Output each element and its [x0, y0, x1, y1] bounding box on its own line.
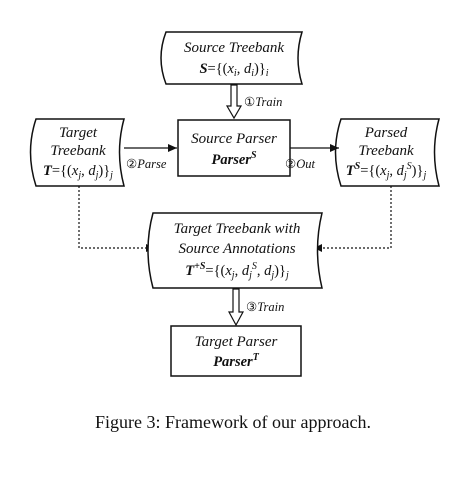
source-parser-name: ParserS [211, 150, 256, 168]
parsed-treebank-node: Parsed Treebank TS={(xj, djS)}j [334, 118, 440, 187]
train-arrow-3: ③Train [227, 288, 284, 327]
train-3-label: ③Train [246, 300, 284, 314]
target-treebank-shape [29, 118, 125, 187]
target-treebank-line1: Target [59, 125, 98, 141]
source-treebank-node: Source Treebank S={(xi, di)}i [160, 31, 304, 85]
annotated-treebank-line1: Target Treebank with [174, 221, 301, 237]
source-treebank-shape [160, 31, 304, 85]
target-parser-title: Target Parser [195, 334, 278, 350]
parsed-treebank-line1: Parsed [364, 125, 408, 141]
source-parser-title: Source Parser [191, 131, 277, 147]
target-parser-name: ParserT [213, 352, 259, 370]
parsed-treebank-formula: TS={(xj, djS)}j [346, 161, 427, 181]
target-parser-node: Target Parser ParserT [170, 325, 302, 377]
dotted-connector-left [78, 186, 154, 252]
source-parser-node: Source Parser ParserS [177, 119, 291, 177]
target-treebank-node: Target Treebank T={(xj, dj)}j [29, 118, 125, 187]
out-label: ②Out [285, 157, 315, 171]
train-arrow-1: ①Train [225, 84, 282, 120]
target-treebank-formula: T={(xj, dj)}j [43, 163, 113, 181]
out-arrow: ②Out [285, 144, 339, 171]
annotated-treebank-formula: T+S={(xj, djS, dj)}j [185, 261, 289, 281]
target-parser-box [170, 325, 302, 377]
annotated-treebank-node: Target Treebank with Source Annotations … [147, 212, 323, 289]
train-1-label: ①Train [244, 95, 282, 109]
annotated-treebank-line2: Source Annotations [178, 241, 295, 257]
figure-caption: Figure 3: Framework of our approach. [95, 412, 371, 432]
annotated-treebank-shape [147, 212, 323, 289]
parse-arrow: ②Parse [124, 144, 177, 171]
dotted-connector-right [314, 186, 392, 252]
parsed-treebank-shape [334, 118, 440, 187]
target-treebank-line2: Treebank [50, 143, 106, 159]
source-parser-box [177, 119, 291, 177]
parsed-treebank-line2: Treebank [358, 143, 414, 159]
source-treebank-formula: S={(xi, di)}i [199, 61, 268, 79]
parse-label: ②Parse [126, 157, 167, 171]
source-treebank-title: Source Treebank [184, 40, 284, 56]
